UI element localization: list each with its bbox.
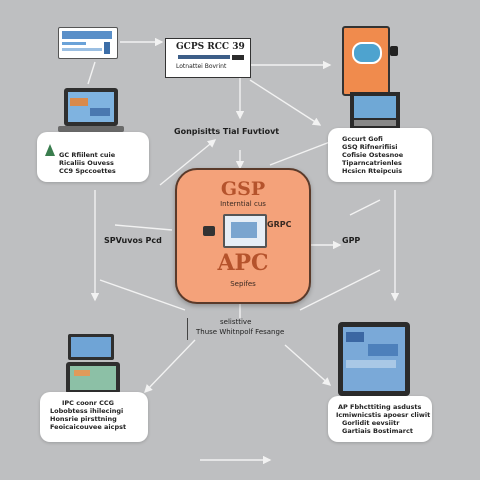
arrow-diag-right	[299, 269, 381, 311]
arrow-hub-to-tr	[269, 139, 336, 166]
card-tr-line3: Cofisie Ostesnoe	[342, 151, 404, 159]
card-bl-line3: Honsrie pirsttning	[50, 415, 117, 423]
hub-screen	[223, 214, 267, 248]
arrow-to-bottom-right	[284, 344, 332, 386]
central-hub: GSP Interntial cus GRPC APC Sepifes	[175, 168, 311, 304]
card-br-line3: Gorlidit eevsiitr	[342, 419, 400, 427]
tablet-icon	[342, 26, 390, 96]
label-bottom-center-2: Thuse Whitnpolf Fesange	[196, 328, 285, 336]
label-top-center: Gonpisitts Tial Fuvtiovt	[174, 127, 280, 136]
card-tr-line4: Tiparncatrienles	[342, 159, 402, 167]
hub-big: APC	[217, 250, 269, 276]
label-right-mid: GPP	[342, 236, 361, 245]
arrow-tl-to-hub	[159, 139, 217, 186]
card-br-line1: AP Fbhcttiting asdusts	[338, 403, 422, 411]
bottom-laptop-icon	[66, 362, 120, 394]
label-bottom-center-1: selisttive	[220, 318, 252, 326]
hub-subtitle: Interntial cus	[220, 200, 266, 208]
cloud-icon	[352, 42, 382, 64]
card-tl-line2: Ricaliis Ouvess	[59, 159, 114, 167]
card-tl-line1: GC Rfiilent cuie	[59, 151, 116, 159]
bottom-monitor-icon	[68, 334, 114, 360]
card-top-right: Gccurt Gofi GSQ Rifnerifiisi Cofisie Ost…	[328, 128, 432, 182]
label-left-mid: SPVuvos Pcd	[104, 236, 162, 245]
tree-icon	[45, 144, 55, 156]
card-top-left: GC Rfiilent cuie Ricaliis Ouvess CC9 Spc…	[37, 132, 149, 182]
arrow-left-stub	[87, 61, 96, 85]
top-box-line2: Lotnattei Bovrint	[176, 63, 227, 70]
card-br-line2: Icmiwnicstis apoesr cliwit	[336, 411, 431, 419]
hub-badge: GRPC	[267, 220, 292, 229]
card-bottom-left: IPC coonr CCG Lobobtess ihilecingi Honsr…	[40, 392, 148, 442]
arrow-left-to-hub	[114, 224, 173, 231]
hub-footer: Sepifes	[230, 280, 256, 288]
arrow-right-up	[349, 199, 381, 216]
card-bl-line1: IPC coonr CCG	[62, 399, 114, 407]
card-bottom-right: AP Fbhcttiting asdusts Icmiwnicstis apoe…	[328, 396, 432, 442]
arrow-to-topright-card	[249, 79, 322, 126]
card-bl-line2: Lobobtess ihilecingi	[50, 407, 124, 415]
card-bl-line4: Feoicaicouvee aicpst	[50, 423, 127, 431]
hub-title: GSP	[220, 178, 266, 200]
arrow-to-bottom-left	[144, 339, 196, 394]
bottom-tablet-icon	[338, 322, 410, 396]
plug-icon	[203, 226, 215, 236]
arrow-diag-left	[99, 279, 186, 311]
top-box-line1: GCPS RCC 39	[176, 42, 245, 52]
card-br-line4: Gartiais Bostimarct	[342, 427, 413, 435]
card-tl-line3: CC9 Spccoettes	[59, 167, 116, 175]
card-tr-line1: Gccurt Gofi	[342, 135, 383, 143]
card-tr-line2: GSQ Rifnerifiisi	[342, 143, 398, 151]
bottom-center-label-box: selisttive Thuse Whitnpolf Fesange	[187, 318, 298, 340]
card-tr-line5: Hcsicn Rteipcuis	[342, 167, 403, 175]
monitor-icon	[58, 27, 118, 59]
top-config-box: GCPS RCC 39 Lotnattei Bovrint	[165, 38, 251, 78]
laptop-icon	[64, 88, 118, 126]
server-icon	[350, 92, 400, 130]
gear-icon	[390, 46, 398, 56]
